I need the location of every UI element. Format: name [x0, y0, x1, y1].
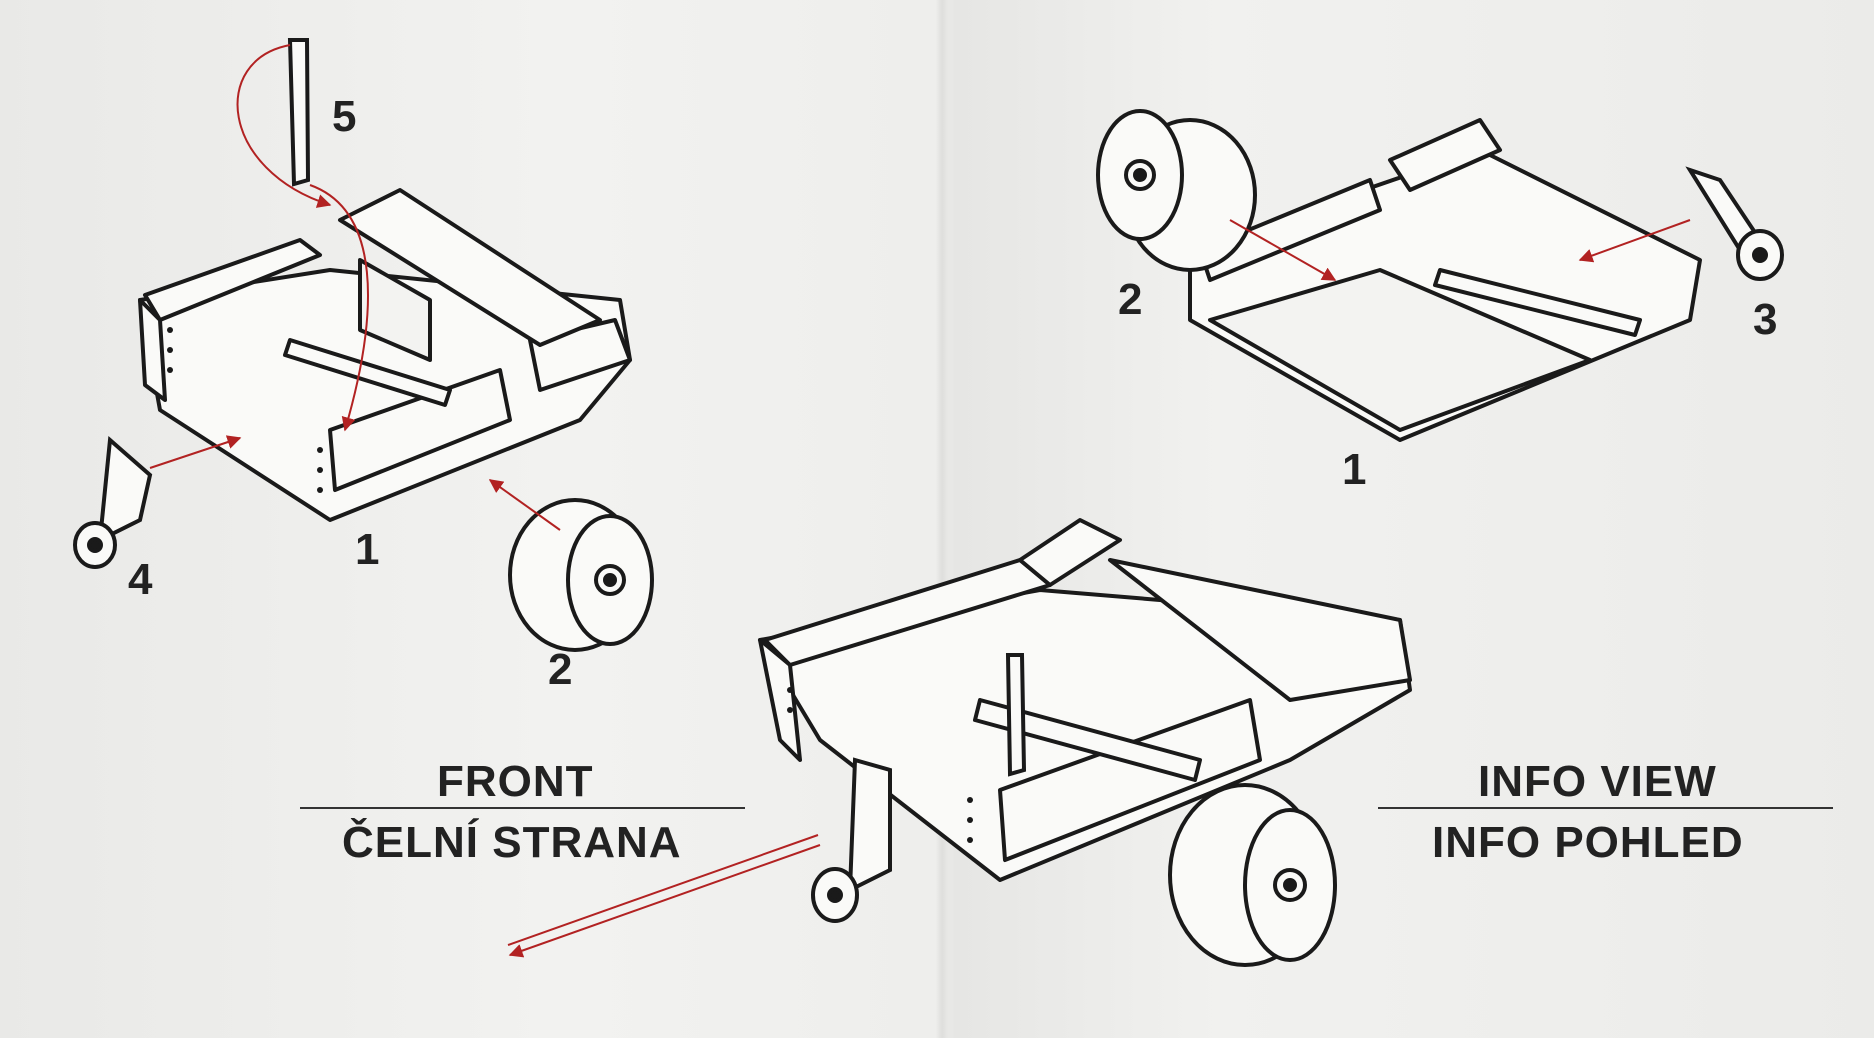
finished-cart-caster — [811, 757, 892, 923]
wheel-part-2-left — [508, 498, 654, 652]
step-left-chassis — [138, 188, 632, 522]
front-caption-title: FRONT — [437, 757, 594, 806]
step-right-arrows — [1229, 219, 1691, 281]
front-direction-arrow — [507, 834, 821, 958]
info-caption-rule — [1378, 807, 1833, 809]
step-left-chassis-holes — [167, 327, 323, 493]
label-part-4: 4 — [128, 555, 153, 604]
label-part-2-left: 2 — [548, 645, 573, 694]
wheel-part-2-right — [1096, 109, 1257, 272]
finished-cart-post — [1005, 653, 1027, 777]
front-caption-subtitle: ČELNÍ STRANA — [342, 818, 682, 867]
step-right-chassis — [1188, 118, 1702, 442]
post-part-5 — [287, 38, 311, 187]
finished-cart — [758, 518, 1412, 882]
caster-part-4 — [73, 435, 153, 569]
caster-part-3 — [1685, 166, 1784, 281]
step-left-arrows — [149, 44, 561, 531]
finished-cart-holes — [787, 687, 973, 843]
info-caption-title: INFO VIEW — [1478, 757, 1717, 806]
label-part-5: 5 — [332, 92, 357, 141]
info-caption-subtitle: INFO POHLED — [1432, 818, 1744, 867]
front-caption-rule — [300, 807, 745, 809]
label-part-3: 3 — [1753, 295, 1778, 344]
finished-cart-wheel — [1168, 783, 1337, 967]
label-part-2-right: 2 — [1118, 275, 1143, 324]
label-part-1-right: 1 — [1342, 445, 1367, 494]
label-part-1-left: 1 — [355, 525, 380, 574]
